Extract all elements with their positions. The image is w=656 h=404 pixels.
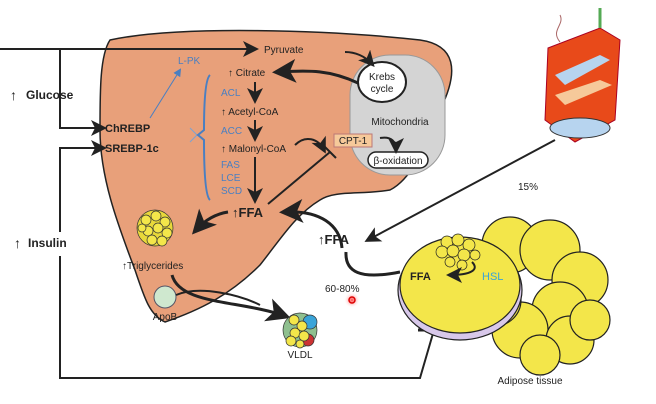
cpt1-box (333, 133, 373, 148)
srebp-label: SREBP-1c (105, 143, 159, 155)
citrate-label: ↑ Citrate (228, 68, 266, 79)
percent-60-80-label: 60-80% (325, 284, 360, 295)
glucose-up-arrow-icon: ↑ (10, 87, 17, 103)
apob-icon (153, 285, 177, 309)
cycle-label: cycle (371, 84, 394, 95)
lipogenesis-pathway: ↑ Citrate ACL ↑ Acetyl-CoA ACC ↑ Malonyl… (221, 68, 286, 197)
mitochondria-label: Mitochondria (371, 117, 429, 128)
beta-oxidation-label: β-oxidation (373, 156, 422, 167)
cake-slice-icon (544, 8, 621, 143)
adipose-tissue-icon (397, 216, 611, 376)
cursor-indicator (344, 292, 360, 308)
triglycerides-label: ↑Triglycerides (122, 261, 183, 272)
glucose-label: Glucose (26, 88, 74, 102)
vldl-particle-icon (282, 312, 318, 349)
ffa-adipose-label: FFA (410, 271, 431, 283)
acetyl-coa-label: ↑ Acetyl-CoA (221, 107, 279, 118)
insulin-label: Insulin (28, 236, 67, 250)
chrebp-label: ChREBP (105, 123, 150, 135)
acc-label: ACC (221, 126, 242, 137)
lpk-label: L-PK (178, 56, 201, 67)
cpt1-label: CPT-1 (339, 136, 368, 147)
ffa-plasma-label: ↑FFA (318, 232, 350, 247)
krebs-label: Krebs (369, 72, 395, 83)
scd-label: SCD (221, 186, 242, 197)
malonyl-coa-label: ↑ Malonyl-CoA (221, 144, 286, 155)
percent-15-label: 15% (518, 182, 538, 193)
adipose-tissue-label: Adipose tissue (497, 376, 562, 387)
acl-label: ACL (221, 88, 241, 99)
ffa-liver-label: ↑FFA (232, 205, 264, 220)
apob-label: ApoB (153, 312, 178, 323)
fas-label: FAS (221, 160, 240, 171)
vldl-label: VLDL (287, 350, 312, 361)
pyruvate-label: Pyruvate (264, 45, 304, 56)
lce-label: LCE (221, 173, 241, 184)
triglyceride-droplet-icon (136, 209, 174, 247)
hsl-label: HSL (482, 271, 503, 283)
insulin-up-arrow-icon: ↑ (14, 235, 21, 251)
